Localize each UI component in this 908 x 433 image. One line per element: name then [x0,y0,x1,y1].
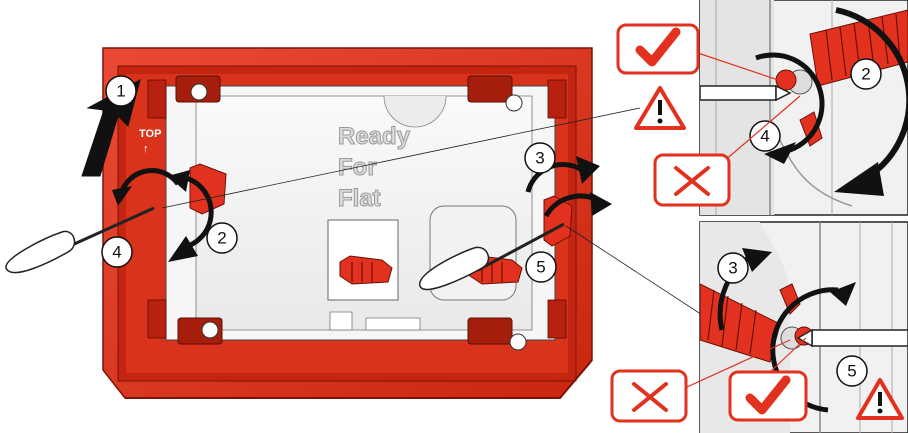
detail-top-step-2-label: 2 [861,65,870,84]
step-marker-2: 2 [207,223,237,253]
top-label: TOP [139,128,161,140]
panel-line-3: Flat [338,185,381,212]
step-label-5: 5 [536,258,545,277]
step-label-1: 1 [116,82,125,101]
detail-bottom-step-3: 3 [718,253,748,283]
detail-bottom-step-5-label: 5 [847,362,856,381]
detail-bottom-step-3-label: 3 [728,259,737,278]
step-marker-3: 3 [525,143,555,173]
panel-line-1: Ready [338,123,411,150]
warning-icon [636,88,684,128]
step-marker-4: 4 [102,237,132,267]
step-label-3: 3 [535,149,544,168]
detail-bottom-step-5: 5 [837,356,867,386]
step-marker-5: 5 [526,252,556,282]
step-label-2: 2 [217,229,226,248]
top-arrow: ↑ [143,143,149,155]
step-label-4: 4 [112,243,121,262]
detail-top-step-2: 2 [851,59,881,89]
detail-top: 2 4 [700,0,908,215]
step-marker-1: 1 [106,76,136,106]
